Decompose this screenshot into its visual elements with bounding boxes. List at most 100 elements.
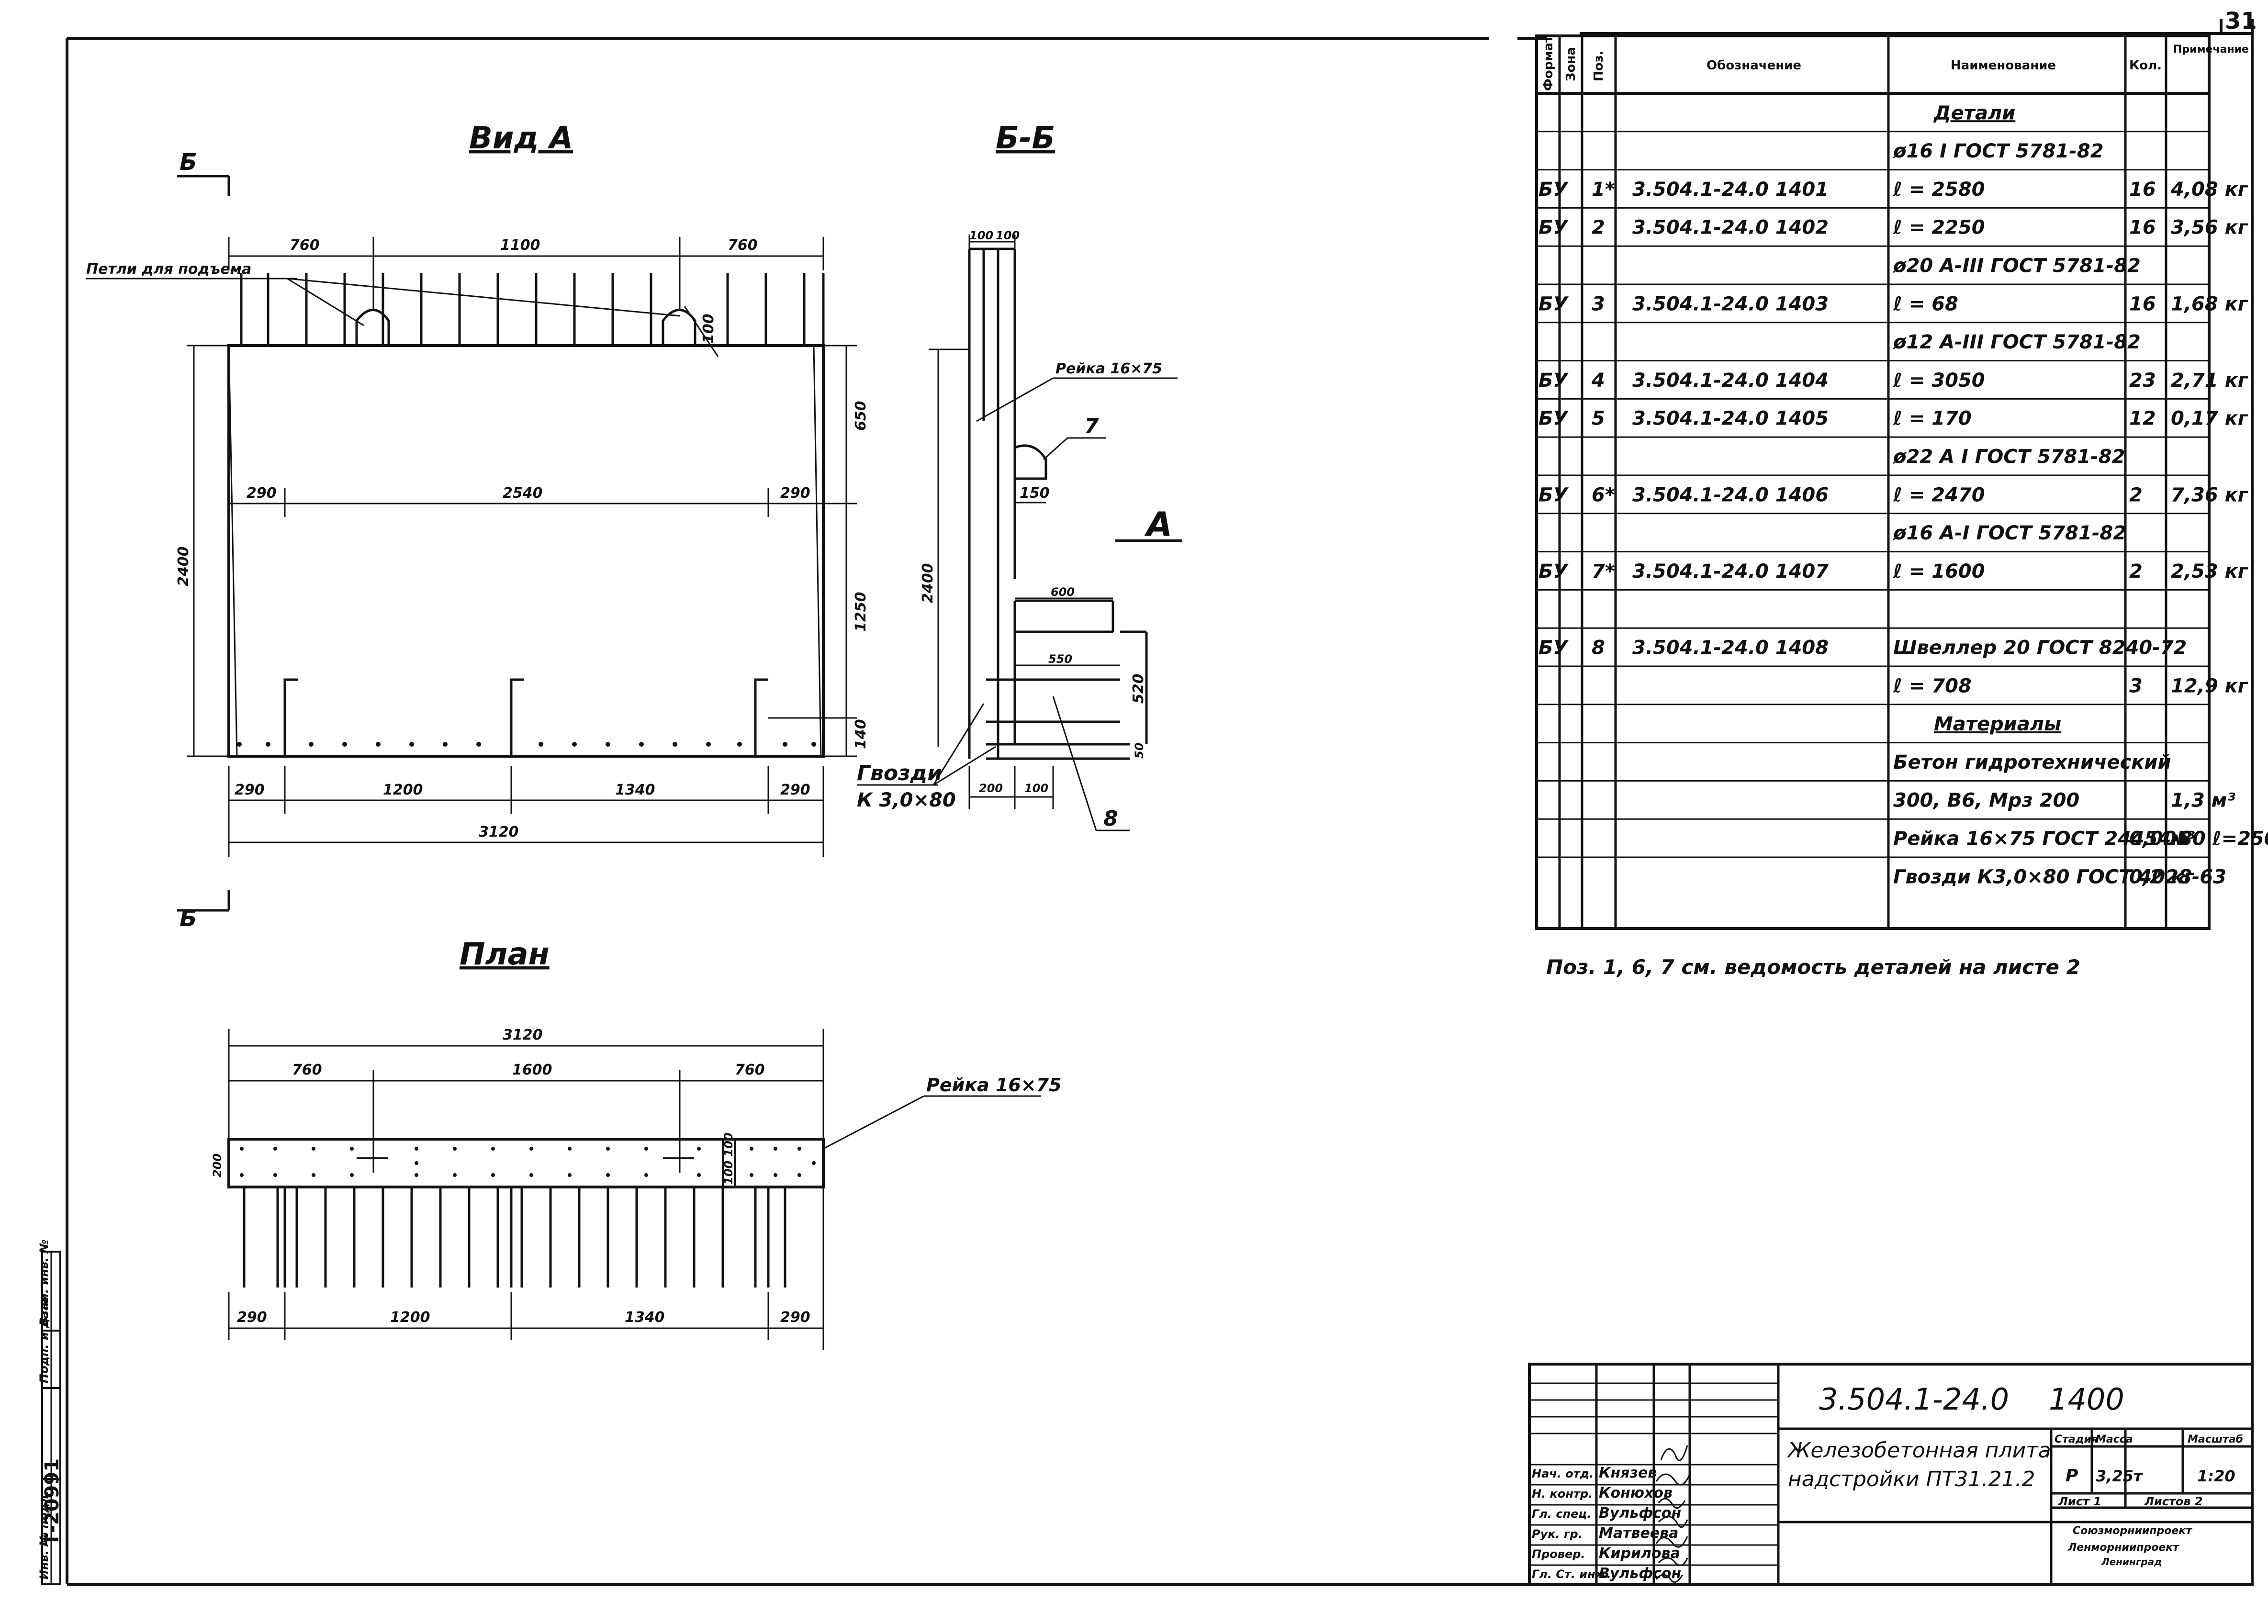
spec-head-designation: Обозначение [1707,58,1801,73]
dim-top-left: 760 [290,237,320,254]
spec-cell-pos: 8 [1592,637,1605,659]
pos7-callout: 7 [1084,414,1099,438]
spec-cell-name: ℓ = 68 [1893,293,1958,315]
plan-dim-top-3: 760 [735,1062,765,1078]
spec-cell-des: 3.504.1-24.0 1406 [1632,484,1829,506]
spec-cell-note: 2,71 кг [2171,370,2248,392]
spec-cell-name: ø20 A-III ГОСТ 5781-82 [1893,255,2141,277]
spec-cell-qty: 12 [2129,408,2156,430]
plan-dim-bottom-3: 1340 [625,1309,665,1326]
margin-head-1: Взам. инв. № [37,1240,51,1326]
sbb-dim-height: 2400 [920,563,936,604]
spec-head-note: Примечание [2173,44,2249,56]
dim-top-right: 760 [728,237,758,254]
spec-cell-name: Материалы [1934,713,2061,735]
stamp-role: Гл. Ст. инж. [1532,1568,1611,1581]
plan-dots [240,1147,816,1177]
dim-right-bottom: 140 [853,719,869,749]
spec-cell-qty: 2 [2129,484,2143,506]
section-mark-bottom: Б [180,905,197,932]
stage-head: Стадия [2055,1434,2098,1445]
sbb-dim-520: 520 [1130,673,1147,704]
spec-cell-fmt: БУ [1538,179,1569,201]
plan-dim-top-1: 760 [292,1062,322,1078]
stamp-person: Кирилова [1599,1545,1680,1562]
loop-label: Петли для подъема [86,261,251,278]
dim-right-top: 650 [853,401,869,431]
signatures [1655,1445,1691,1583]
spec-cell-qty: 2 [2129,560,2143,582]
spec-cell-pos: 4 [1591,370,1605,392]
spec-cell-name: 300, В6, Мрз 200 [1893,790,2079,812]
plan-dim-total: 3120 [503,1027,543,1043]
spec-cell-des: 3.504.1-24.0 1401 [1632,179,1829,201]
plan-dim-bottom-2: 1200 [390,1309,430,1326]
section-bb: Б-Б 7 150 Рейка 16×75 [857,121,1182,831]
section-bb-title: Б-Б [996,121,1055,156]
view-a-title: Вид А [469,121,573,156]
spec-cell-fmt: БУ [1538,370,1569,392]
margin-head-3: Инв. № подл. [37,1490,51,1579]
spec-cell-note: 1,68 кг [2171,293,2248,315]
spec-cell-name: Рейка 16×75 ГОСТ 24454-80 ℓ=2500 [1893,828,2268,850]
dim-mid-center: 2540 [503,485,543,502]
spec-cell-pos: 7* [1592,560,1615,582]
spec-cell-note: м³ [2171,828,2195,850]
spec-cell-des: 3.504.1-24.0 1404 [1632,370,1829,392]
spec-cell-qty: 16 [2129,217,2156,239]
spec-cell-name: ℓ = 2580 [1893,179,1985,201]
nails-label: Гвозди [857,761,942,785]
sbb-dim-top-2: 100 [996,229,1020,242]
plan-dim-bottom-1: 290 [237,1309,267,1326]
spec-cell-pos: 5 [1592,408,1605,430]
spec-cell-fmt: БУ [1538,293,1569,315]
view-a: Вид А Б Б [86,121,869,932]
spec-cell-qty: 3 [2129,675,2143,697]
stamp-role: Гл. спец. [1532,1507,1591,1521]
spec-head-pos: Поз. [1592,50,1606,81]
dim-mid-right: 290 [780,485,810,502]
spec-head-name: Наименование [1951,58,2056,73]
dim-top-mid: 1100 [500,237,540,254]
margin-stamp: Взам. инв. № Подп. и дата Инв. № подл. Т… [37,1240,63,1585]
plan-dim-bottom-4: 290 [780,1309,810,1326]
stage-value: Р [2066,1466,2078,1486]
rail-label: Рейка 16×75 [1055,360,1162,377]
spec-cell-des: 3.504.1-24.0 1408 [1632,637,1829,659]
spec-cell-note: 2,53 кг [2171,560,2248,582]
spec-cell-pos: 1* [1592,179,1615,201]
sbb-dim-600: 600 [1051,585,1075,599]
org-3: Ленинград [2101,1556,2162,1568]
spec-cell-name: Швеллер 20 ГОСТ 8240-72 [1893,637,2187,659]
pos8-callout: 8 [1103,806,1118,831]
spec-cell-fmt: БУ [1538,217,1569,239]
stamp-person: Князев [1599,1465,1657,1481]
spec-cell-name: ℓ = 170 [1893,408,1972,430]
spec-head-format: Формат [1541,35,1556,91]
dim-bottom-4: 290 [780,782,810,798]
spec-cell-fmt: БУ [1538,408,1569,430]
plan-rail-label: Рейка 16×75 [926,1075,1062,1096]
doc-name-2: надстройки ПТ31.21.2 [1788,1467,2035,1491]
spec-cell-name: ø22 A I ГОСТ 5781-82 [1893,446,2125,468]
plan-dim-left: 200 [211,1154,224,1177]
stamp-role: Нач. отд. [1532,1467,1594,1480]
inventory-number: Т-20991 [41,1458,63,1546]
nails-size: К 3,0×80 [857,789,956,811]
spec-cell-name: ø16 A-I ГОСТ 5781-82 [1893,522,2126,544]
dim-bottom-3: 1340 [615,782,655,798]
spec-cell-note: 0,17 кг [2171,408,2248,430]
spec-cell-name: ℓ = 1600 [1893,560,1985,582]
spec-cell-name: ℓ = 2470 [1893,484,1985,506]
spec-cell-note: 3,56 кг [2171,217,2248,239]
stamp-role: Н. контр. [1532,1487,1593,1501]
spec-cell-note: 7,36 кг [2171,484,2248,506]
bar-dots [237,742,816,747]
mass-head: Масса [2096,1434,2133,1445]
sheet-num: Лист 1 [2058,1495,2101,1508]
scale-head: Масштаб [2188,1434,2243,1445]
dim-mid-left: 290 [247,485,277,502]
